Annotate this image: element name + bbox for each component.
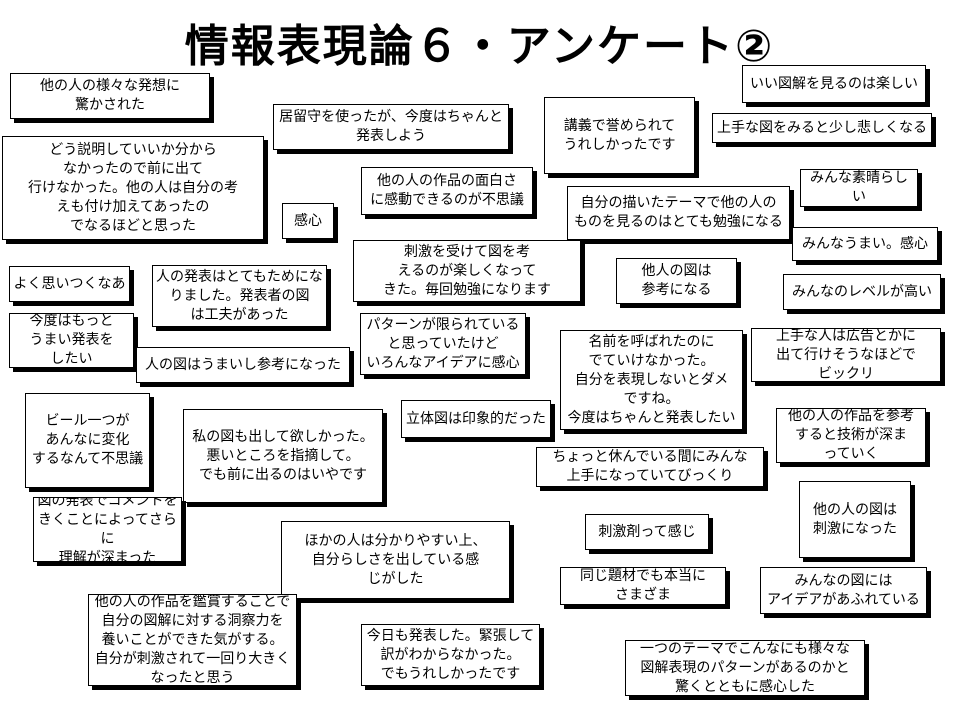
comment-note: 感心 [282,203,334,239]
comment-note: 同じ題材でも本当に さまざま [560,567,726,605]
comment-note: みんなのレベルが高い [783,274,941,310]
comment-note: 今日も発表した。緊張して 訳がわからなかった。 でもうれしかったです [361,624,540,686]
comment-note: 他の人の作品を鑑賞することで 自分の図解に対する洞察力を 養いことができた気がす… [88,594,297,686]
comment-note: みんなうまい。感心 [792,227,938,261]
comment-note: 私の図も出して欲しかった。 悪いところを指摘して。 でも前に出るのはいやです [183,409,383,503]
comment-note: 講義で誉められて うれしかったです [544,97,695,174]
comment-note: 他の人の図は 刺激になった [799,481,911,558]
comment-note: 上手な図をみると少し悲しくなる [712,113,932,143]
comment-note: 他の人の様々な発想に 驚かされた [10,73,210,119]
comment-note: 居留守を使ったが、今度はちゃんと 発表しよう [273,104,509,150]
comment-note: 立体図は印象的だった [401,400,551,438]
comment-note: パターンが限られている と思っていたけど いろんなアイデアに感心 [360,313,526,375]
comment-note: 図の発表でコメントを きくことによってさらに 理解が深まった [33,497,182,562]
comment-note: みんな素晴らしい [800,169,918,207]
comment-note: 一つのテーマでこんなにも様々な 図解表現のパターンがあるのかと 驚くとともに感心… [625,640,865,696]
comment-note: 今度はもっと うまい発表を したい [9,313,134,368]
comment-note: みんなの図には アイデアがあふれている [760,567,927,614]
comment-note: 人の発表はとてもためにな りました。発表者の図 は工夫があった [152,265,327,327]
comment-note: 人の図はうまいし参考になった [136,347,350,383]
comment-note: 刺激剤って感じ [585,514,709,550]
page-title: 情報表現論６・アンケート② [184,21,775,72]
comment-note: 他の人の作品を参考 すると技術が深ま っていく [776,408,926,463]
comment-note: 自分の描いたテーマで他の人の ものを見るのはとても勉強になる [567,186,790,240]
comment-note: ちょっと休んでいる間にみんな 上手になっていてびっくり [536,447,764,487]
comment-note: どう説明していいか分から なかったので前に出て 行けなかった。他の人は自分の考 … [2,136,264,240]
comment-note: いい図解を見るのは楽しい [742,65,926,103]
comment-note: 上手な人は広告とかに 出て行けそうなほどで ビックリ [751,328,941,382]
comment-note: よく思いつくなあ [9,266,130,302]
comment-note: 他人の図は 参考になる [616,258,737,304]
comment-note: 他の人の作品の面白さ に感動できるのが不思議 [361,167,533,215]
comment-note: ほかの人は分かりやすい上、 自分らしさを出している感 じがした [281,521,510,599]
comment-note: 名前を呼ばれたのに でていけなかった。 自分を表現しないとダメ ですね。 今度は… [560,330,743,430]
comment-note: ビール一つが あんなに変化 するなんて不思議 [25,393,150,488]
comment-note: 刺激を受けて図を考 えるのが楽しくなって きた。毎回勉強になります [353,240,581,302]
